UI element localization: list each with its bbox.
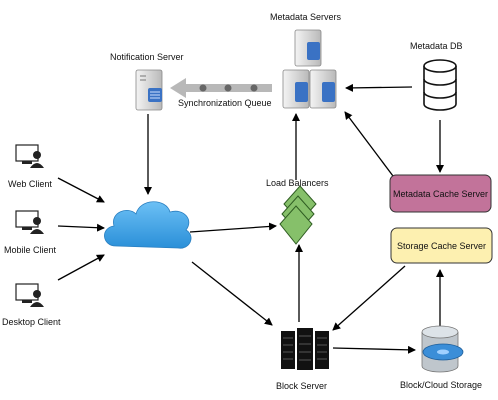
connections — [57, 83, 444, 354]
arrow-desktop-client-to-cloud — [57, 254, 105, 281]
web-client: Web Client — [8, 144, 52, 189]
metadata-db: Metadata DB — [410, 41, 463, 111]
storage-cache-server: Storage Cache Server — [390, 227, 493, 264]
metadata-db-label: Metadata DB — [410, 41, 463, 51]
user-computer-icon — [15, 210, 44, 234]
load-balancers: Load Balancers — [266, 178, 329, 245]
metadata-cache-label: Metadata Cache Server — [393, 189, 488, 199]
arrow-db-to-metadata-servers — [345, 83, 413, 92]
mobile-client: Mobile Client — [4, 210, 57, 255]
load-balancer-icon — [279, 185, 317, 245]
arrow-cloud-to-block-server — [191, 261, 273, 326]
notification-server-label: Notification Server — [110, 52, 184, 62]
cloud-storage-label: Block/Cloud Storage — [400, 380, 482, 390]
metadata-cache-box — [389, 174, 492, 213]
arrow-cloud-to-load-balancers — [189, 222, 277, 233]
metadata-cache-server: Metadata Cache Server — [389, 174, 492, 213]
user-computer-icon — [15, 144, 44, 168]
metadata-servers: Metadata Servers — [270, 12, 342, 109]
desktop-client-label: Desktop Client — [2, 317, 61, 327]
arrow-metadata-cache-to-metadata-servers — [344, 111, 394, 177]
arrow-mobile-client-to-cloud — [57, 223, 105, 232]
block-server: Block Server — [276, 328, 329, 391]
cloud-storage: Block/Cloud Storage — [400, 325, 482, 390]
storage-drive-icon — [421, 325, 464, 373]
user-computer-icon — [15, 283, 44, 307]
server-rack-icon — [281, 328, 329, 370]
cloud-icon — [104, 201, 192, 249]
arrow-block-server-to-cloud-storage — [332, 345, 416, 354]
web-client-label: Web Client — [8, 179, 52, 189]
storage-cache-label: Storage Cache Server — [397, 241, 486, 251]
sync-queue-label: Synchronization Queue — [178, 98, 272, 108]
database-icon — [423, 59, 457, 111]
desktop-client: Desktop Client — [2, 283, 61, 327]
arrow-storage-cache-to-block-server — [332, 265, 406, 331]
arrow-web-client-to-cloud — [57, 177, 105, 203]
notification-server: Notification Server — [110, 52, 184, 111]
server-tower-icon — [135, 69, 163, 111]
server-cluster-icon — [282, 29, 337, 109]
load-balancers-label: Load Balancers — [266, 178, 329, 188]
sync-queue: Synchronization Queue — [170, 78, 272, 108]
storage-cache-box — [390, 227, 493, 264]
metadata-servers-label: Metadata Servers — [270, 12, 342, 22]
mobile-client-label: Mobile Client — [4, 245, 57, 255]
block-server-label: Block Server — [276, 381, 327, 391]
